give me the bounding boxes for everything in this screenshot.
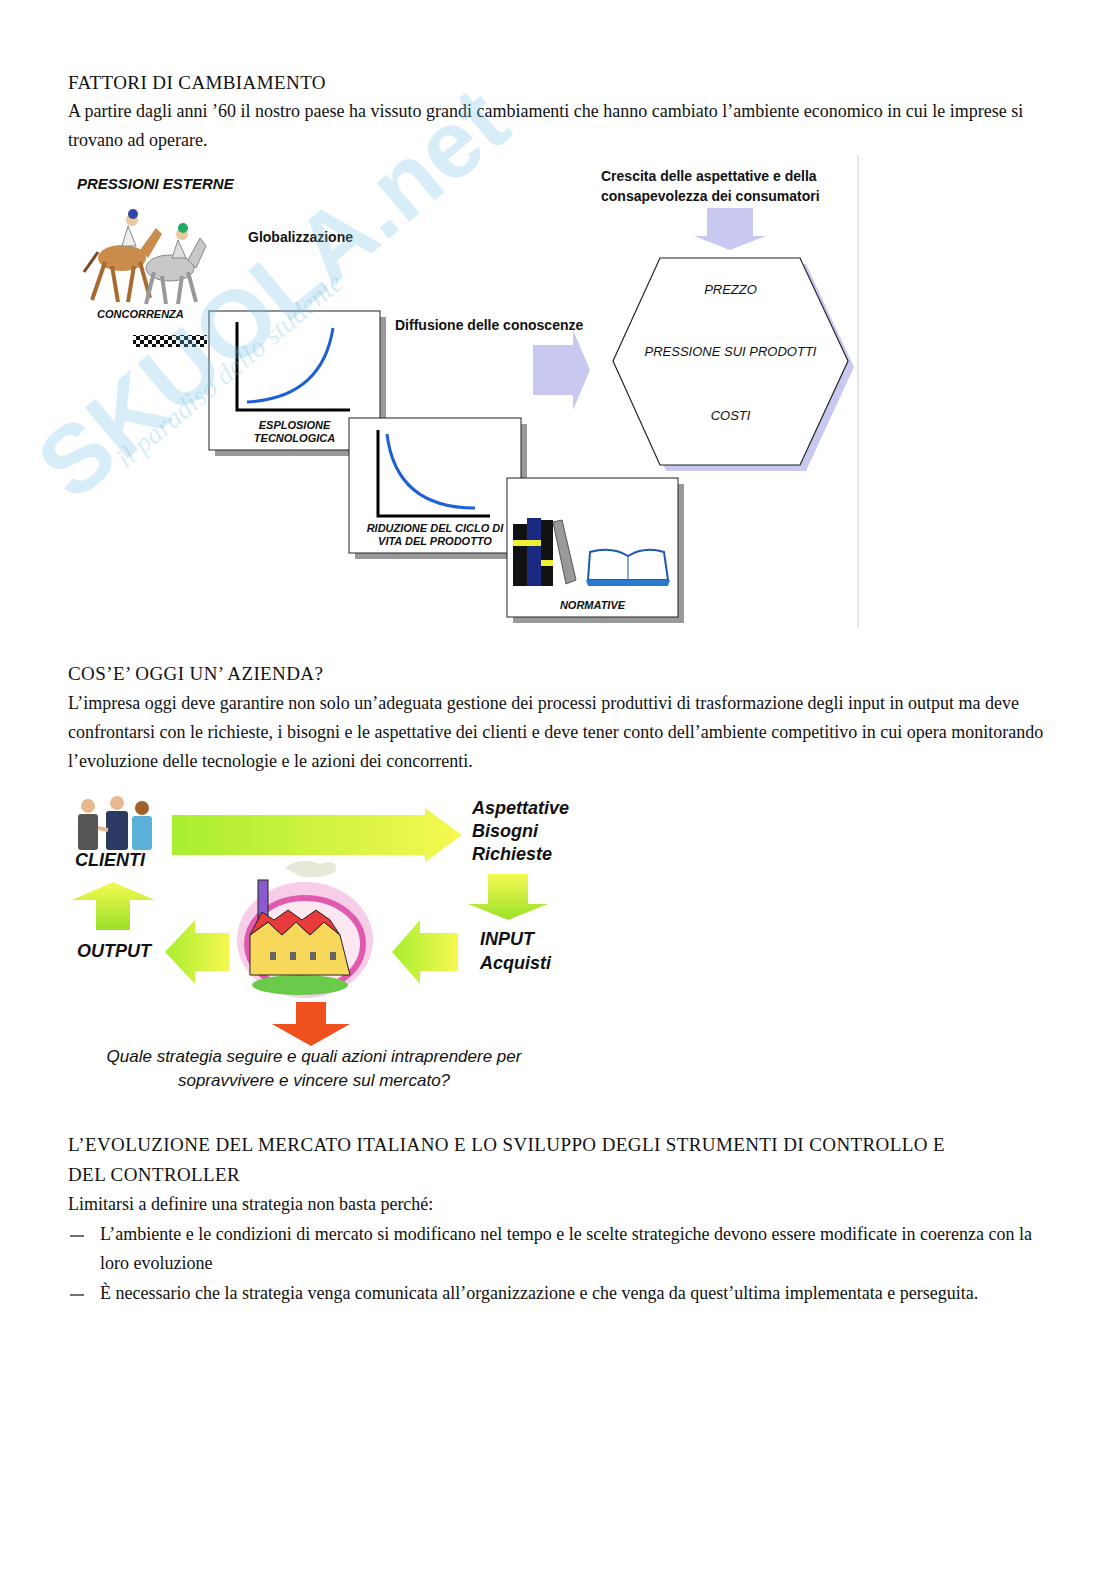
people-illustration — [78, 796, 152, 850]
block-arrow — [172, 808, 462, 862]
diagram-label: OUTPUT — [77, 940, 151, 962]
block-arrow — [165, 920, 229, 984]
diagram-label: Crescita delle aspettative e della consa… — [601, 166, 851, 206]
block-arrow — [72, 882, 155, 930]
node-text: NORMATIVE — [518, 599, 668, 612]
image-box: RIDUZIONE DEL CICLO DI VITA DEL PRODOTTO — [349, 418, 521, 553]
hexagon-node: PREZZO PRESSIONE SUI PRODOTTI COSTI — [613, 258, 848, 465]
hexagon-outline — [613, 258, 848, 465]
diagram-label: INPUT Acquisti — [480, 927, 570, 975]
diagram-label: Globalizzazione — [248, 228, 353, 246]
horses-illustration — [84, 209, 206, 304]
block-arrow — [694, 208, 766, 250]
bullet-dash — [70, 1294, 84, 1295]
diagram-label: Aspettative Bisogni Richieste — [472, 797, 582, 866]
node-text: ESPLOSIONE TECNOLOGICA — [240, 419, 350, 445]
image-box: NORMATIVE — [507, 478, 678, 617]
bullet-dash — [70, 1235, 84, 1236]
caption: Quale strategia seguire e quali azioni i… — [78, 1045, 550, 1093]
bullet-item: L’ambiente e le condizioni di mercato si… — [100, 1220, 1050, 1278]
divider-line — [858, 155, 859, 628]
bullet-item: È necessario che la strategia venga comu… — [100, 1279, 1060, 1308]
paragraph: L’impresa oggi deve garantire non solo u… — [68, 689, 1068, 776]
block-arrow — [272, 1002, 350, 1046]
diagram-label: CONCORRENZA — [97, 308, 184, 321]
heading: COS’E’ OGGI UN’ AZIENDA? — [68, 660, 1068, 688]
paragraph: Limitarsi a definire una strategia non b… — [68, 1190, 1068, 1219]
node-text: COSTI — [631, 408, 831, 424]
block-arrow — [468, 874, 548, 920]
image-box: ESPLOSIONE TECNOLOGICA — [209, 311, 380, 450]
diagram-label: CLIENTI — [75, 849, 145, 871]
node-text: RIDUZIONE DEL CICLO DI VITA DEL PRODOTTO — [365, 522, 505, 548]
diagram-label: Diffusione delle conoscenze — [395, 316, 583, 334]
diagram-label: PRESSIONI ESTERNE — [77, 175, 234, 193]
node-text: PRESSIONE SUI PRODOTTI — [631, 344, 831, 360]
checkered-strip — [133, 335, 207, 347]
block-arrow — [392, 920, 458, 984]
node-text: PREZZO — [631, 282, 831, 298]
paragraph: A partire dagli anni ’60 il nostro paese… — [68, 97, 1058, 155]
box-shapes — [209, 311, 684, 623]
block-arrow — [533, 330, 590, 410]
factory-illustration — [237, 861, 373, 998]
heading: FATTORI DI CAMBIAMENTO — [68, 69, 1068, 97]
heading: L’EVOLUZIONE DEL MERCATO ITALIANO E LO S… — [68, 1130, 968, 1190]
